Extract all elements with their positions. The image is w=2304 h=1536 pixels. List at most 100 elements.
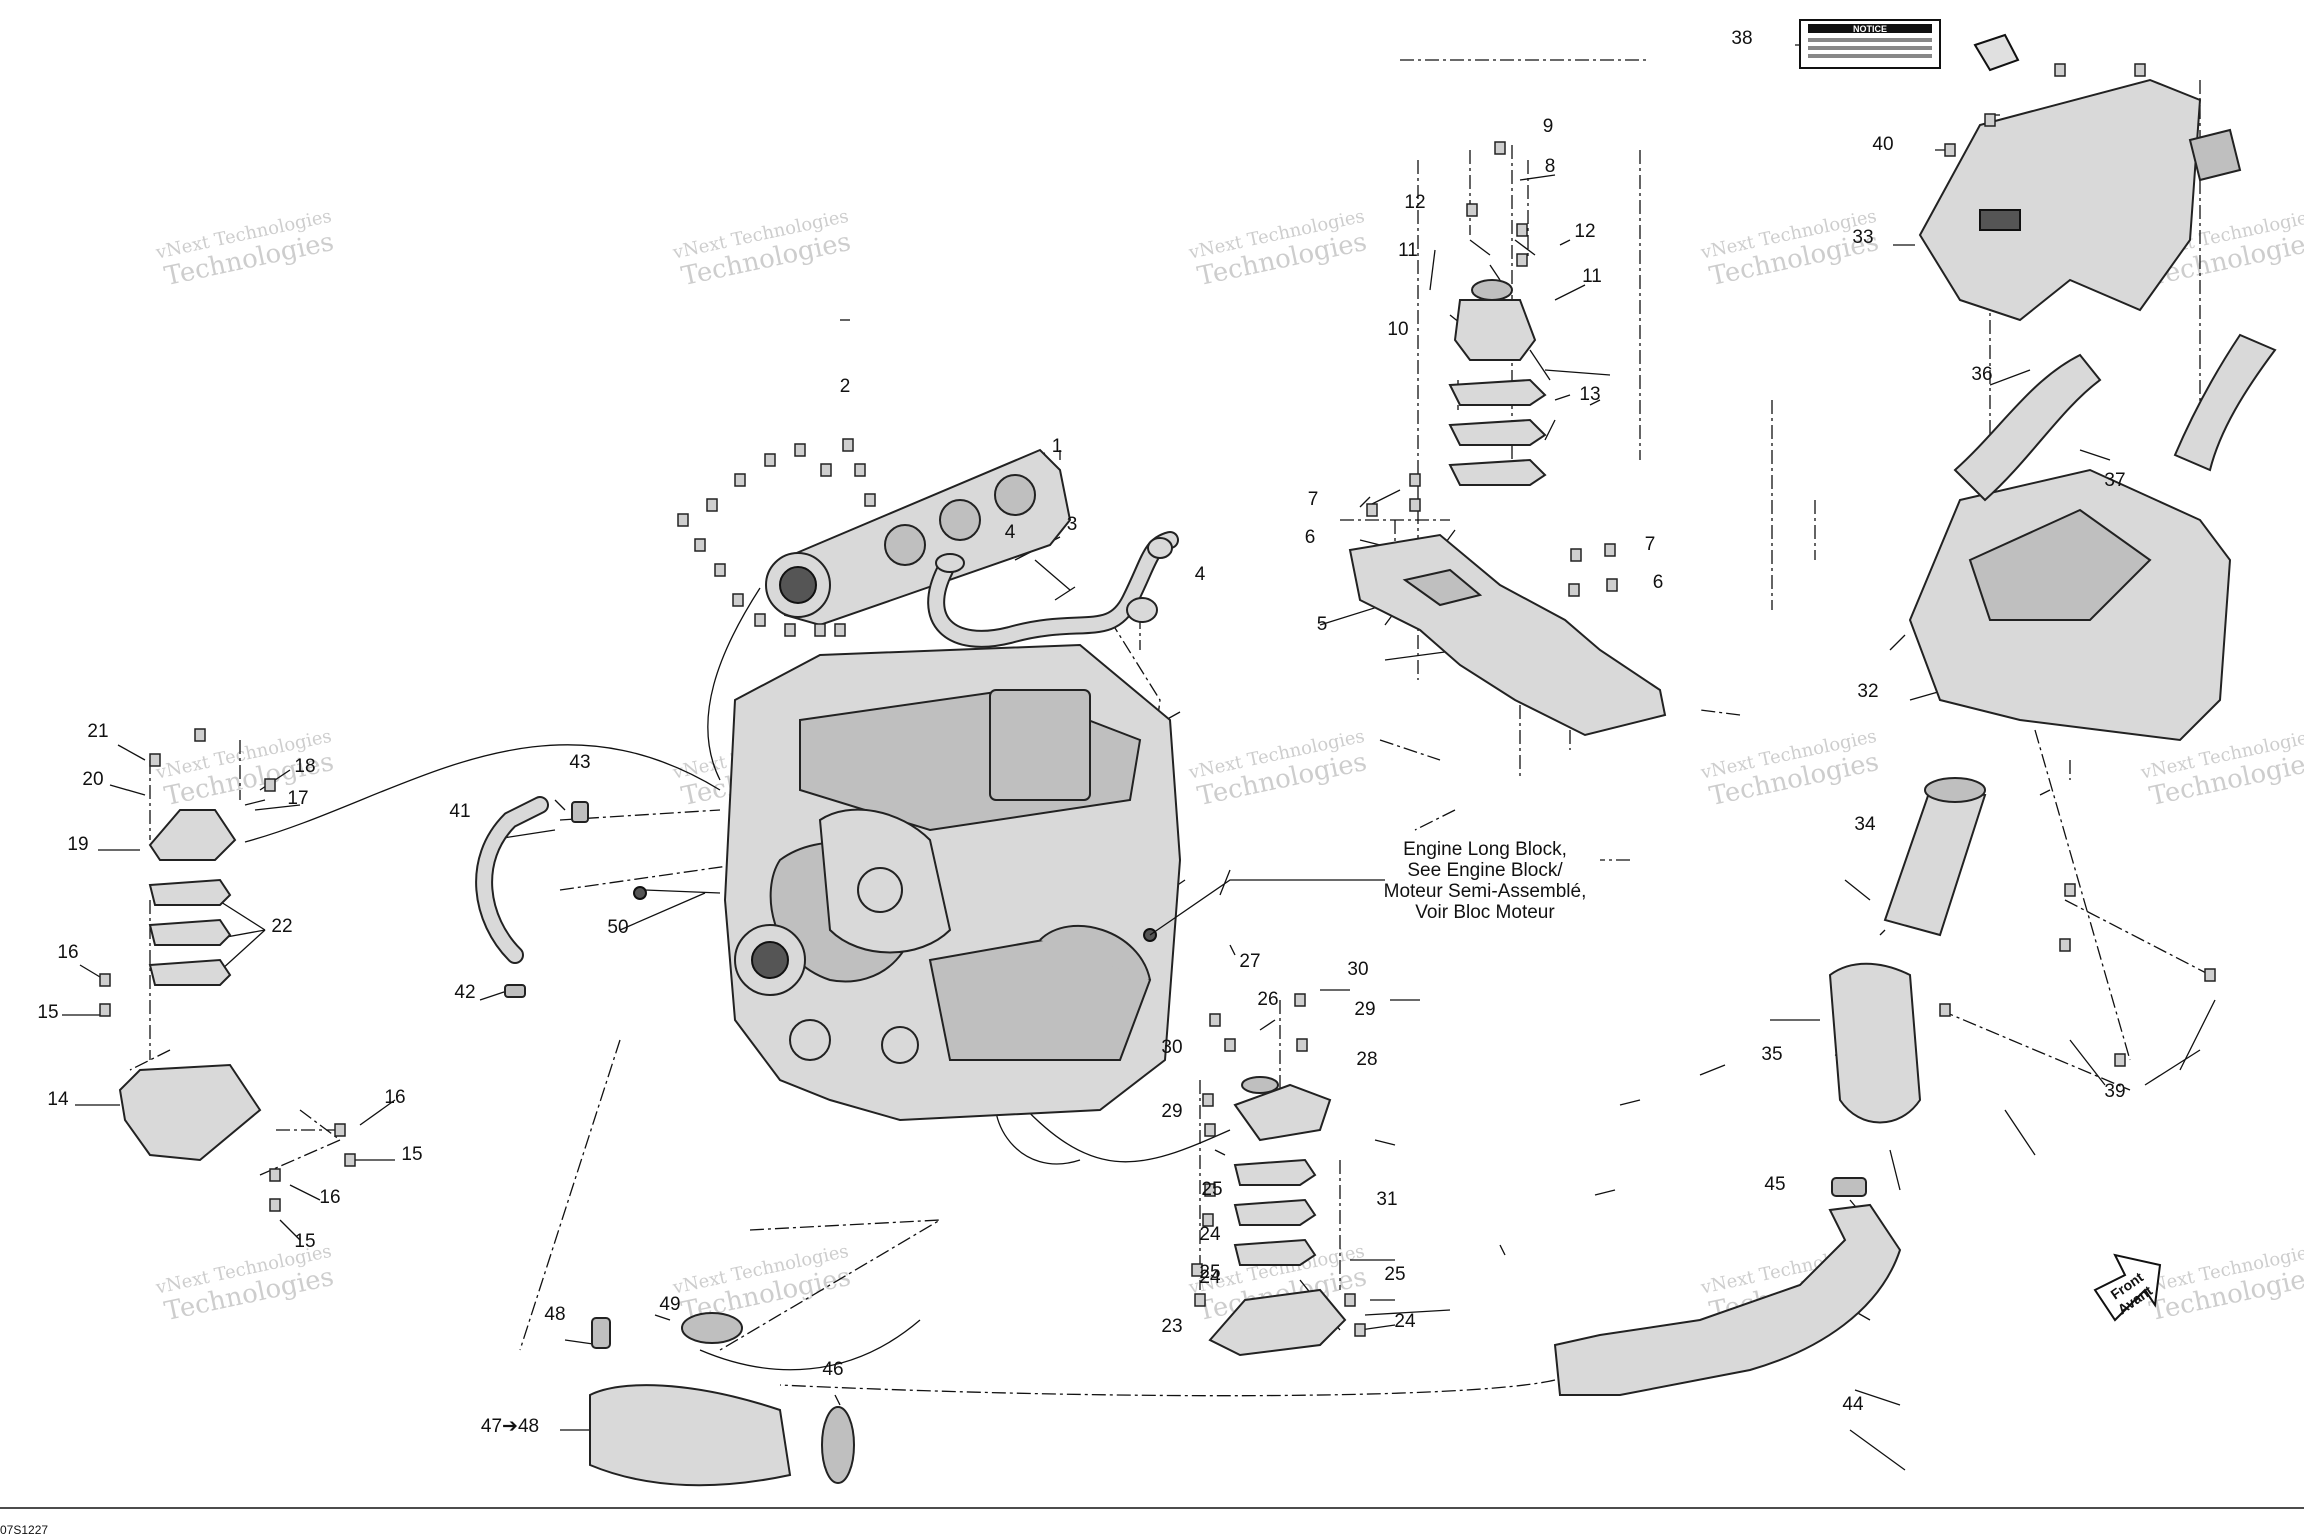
callout-8[interactable]: 8 (1545, 156, 1556, 177)
callout-45[interactable]: 45 (1764, 1174, 1785, 1195)
callout-16[interactable]: 16 (57, 942, 78, 963)
rear-mount-28[interactable] (1233, 1076, 1332, 1142)
callout-29[interactable]: 29 (1161, 1101, 1182, 1122)
clamp-4[interactable] (935, 553, 1158, 623)
callout-32[interactable]: 32 (1857, 681, 1878, 702)
fitting-43[interactable] (571, 801, 589, 823)
callout-49[interactable]: 49 (659, 1294, 680, 1315)
callout-7[interactable]: 7 (1308, 489, 1319, 510)
callout-38[interactable]: 38 (1731, 28, 1752, 49)
callout-24[interactable]: 24 (1199, 1224, 1221, 1245)
mount-19[interactable] (148, 809, 237, 861)
shims-31[interactable] (1233, 1158, 1317, 1266)
callout-23[interactable]: 23 (1161, 1316, 1182, 1337)
air-filter-cover-33[interactable] (1918, 78, 2242, 322)
hose-3[interactable] (927, 531, 1179, 648)
callout-48[interactable]: 48 (544, 1304, 565, 1325)
shims-22[interactable] (148, 878, 232, 986)
engine-mount-10[interactable] (1453, 279, 1537, 361)
bellows-47[interactable] (589, 1384, 792, 1487)
callout-15[interactable]: 15 (37, 1002, 58, 1023)
callout-46[interactable]: 46 (822, 1359, 843, 1380)
callout-40[interactable]: 40 (1872, 134, 1893, 155)
callout-36[interactable]: 36 (1971, 364, 1992, 385)
callout-44[interactable]: 44 (1842, 1394, 1864, 1415)
callout-21[interactable]: 21 (87, 721, 108, 742)
callout-30[interactable]: 30 (1347, 959, 1368, 980)
callout-18[interactable]: 18 (294, 756, 315, 777)
clamp-42[interactable] (504, 984, 526, 998)
callout-37[interactable]: 37 (2104, 470, 2125, 491)
callout-20[interactable]: 20 (82, 769, 103, 790)
callout-11[interactable]: 11 (1582, 266, 1602, 287)
fitting-48[interactable] (591, 1317, 611, 1349)
callout-16[interactable]: 16 (384, 1087, 405, 1108)
intake-tube-36[interactable] (1953, 353, 2102, 502)
callout-24[interactable]: 24 (1394, 1311, 1416, 1332)
air-filter-housing-32[interactable] (1908, 468, 2232, 742)
callout-25[interactable]: 25 (1199, 1262, 1220, 1283)
mount-plate-14[interactable] (118, 1063, 262, 1162)
mount-plate-23[interactable] (1208, 1288, 1347, 1357)
callout-11[interactable]: 11 (1398, 240, 1418, 261)
bolt (1344, 1293, 1356, 1307)
callout-2[interactable]: 2 (840, 376, 851, 397)
callout-19[interactable]: 19 (67, 834, 88, 855)
callout-15[interactable]: 15 (401, 1144, 422, 1165)
clamp-46[interactable] (821, 1406, 855, 1484)
duct-34[interactable] (1883, 777, 1987, 937)
callout-22[interactable]: 22 (271, 916, 292, 937)
callout-43[interactable]: 43 (569, 752, 590, 773)
callout-24[interactable]: 24 (1199, 1267, 1221, 1288)
callout-14[interactable]: 14 (47, 1089, 69, 1110)
callout-34[interactable]: 34 (1854, 814, 1876, 835)
callout-39[interactable]: 39 (2104, 1081, 2125, 1102)
callout-25[interactable]: 25 (1201, 1179, 1222, 1200)
callout-10[interactable]: 10 (1387, 319, 1408, 340)
bolt (194, 728, 206, 742)
callout-3[interactable]: 3 (1067, 514, 1078, 535)
notice-label-38[interactable]: NOTICE (1799, 19, 1941, 69)
bolt (149, 753, 161, 767)
engine-long-block[interactable] (723, 643, 1182, 1122)
callout-28[interactable]: 28 (1356, 1049, 1377, 1070)
callout-26[interactable]: 26 (1257, 989, 1278, 1010)
callout-41[interactable]: 41 (449, 801, 470, 822)
sensor-50[interactable] (633, 886, 647, 900)
callout-25[interactable]: 25 (1384, 1264, 1405, 1285)
bolt (2114, 1053, 2126, 1067)
callout-15[interactable]: 15 (294, 1231, 315, 1252)
callout-50[interactable]: 50 (607, 917, 628, 938)
bellows-35[interactable] (1828, 962, 1922, 1124)
throttle-body-intake[interactable] (765, 448, 1072, 627)
callout-47-48[interactable]: 47➔48 (481, 1416, 539, 1437)
callout-35[interactable]: 35 (1761, 1044, 1782, 1065)
callout-9[interactable]: 9 (1543, 116, 1554, 137)
callout-12[interactable]: 12 (1404, 192, 1425, 213)
callout-27[interactable]: 27 (1239, 951, 1260, 972)
callout-1[interactable]: 1 (1052, 436, 1063, 457)
callout-42[interactable]: 42 (454, 982, 475, 1003)
shims-13[interactable] (1448, 378, 1547, 486)
callout-33[interactable]: 33 (1852, 227, 1873, 248)
callout-7[interactable]: 7 (1645, 534, 1656, 555)
callout-6[interactable]: 6 (1305, 527, 1316, 548)
callout-31[interactable]: 31 (1376, 1189, 1397, 1210)
intake-tube-37[interactable] (2173, 333, 2277, 472)
clamp-49[interactable] (681, 1312, 743, 1344)
bolt (334, 1123, 346, 1137)
callout-4[interactable]: 4 (1195, 564, 1206, 585)
duct-44[interactable] (1553, 1203, 1902, 1396)
callout-5[interactable]: 5 (1317, 614, 1328, 635)
hose-41[interactable] (475, 796, 549, 964)
callout-16[interactable]: 16 (319, 1187, 340, 1208)
callout-30[interactable]: 30 (1161, 1037, 1182, 1058)
callout-17[interactable]: 17 (287, 788, 308, 809)
callout-12[interactable]: 12 (1574, 221, 1595, 242)
callout-6[interactable]: 6 (1653, 572, 1664, 593)
mount-plate-5[interactable] (1348, 533, 1667, 737)
clamp-45[interactable] (1831, 1177, 1867, 1197)
callout-29[interactable]: 29 (1354, 999, 1375, 1020)
callout-13[interactable]: 13 (1579, 384, 1600, 405)
callout-4[interactable]: 4 (1005, 522, 1016, 543)
